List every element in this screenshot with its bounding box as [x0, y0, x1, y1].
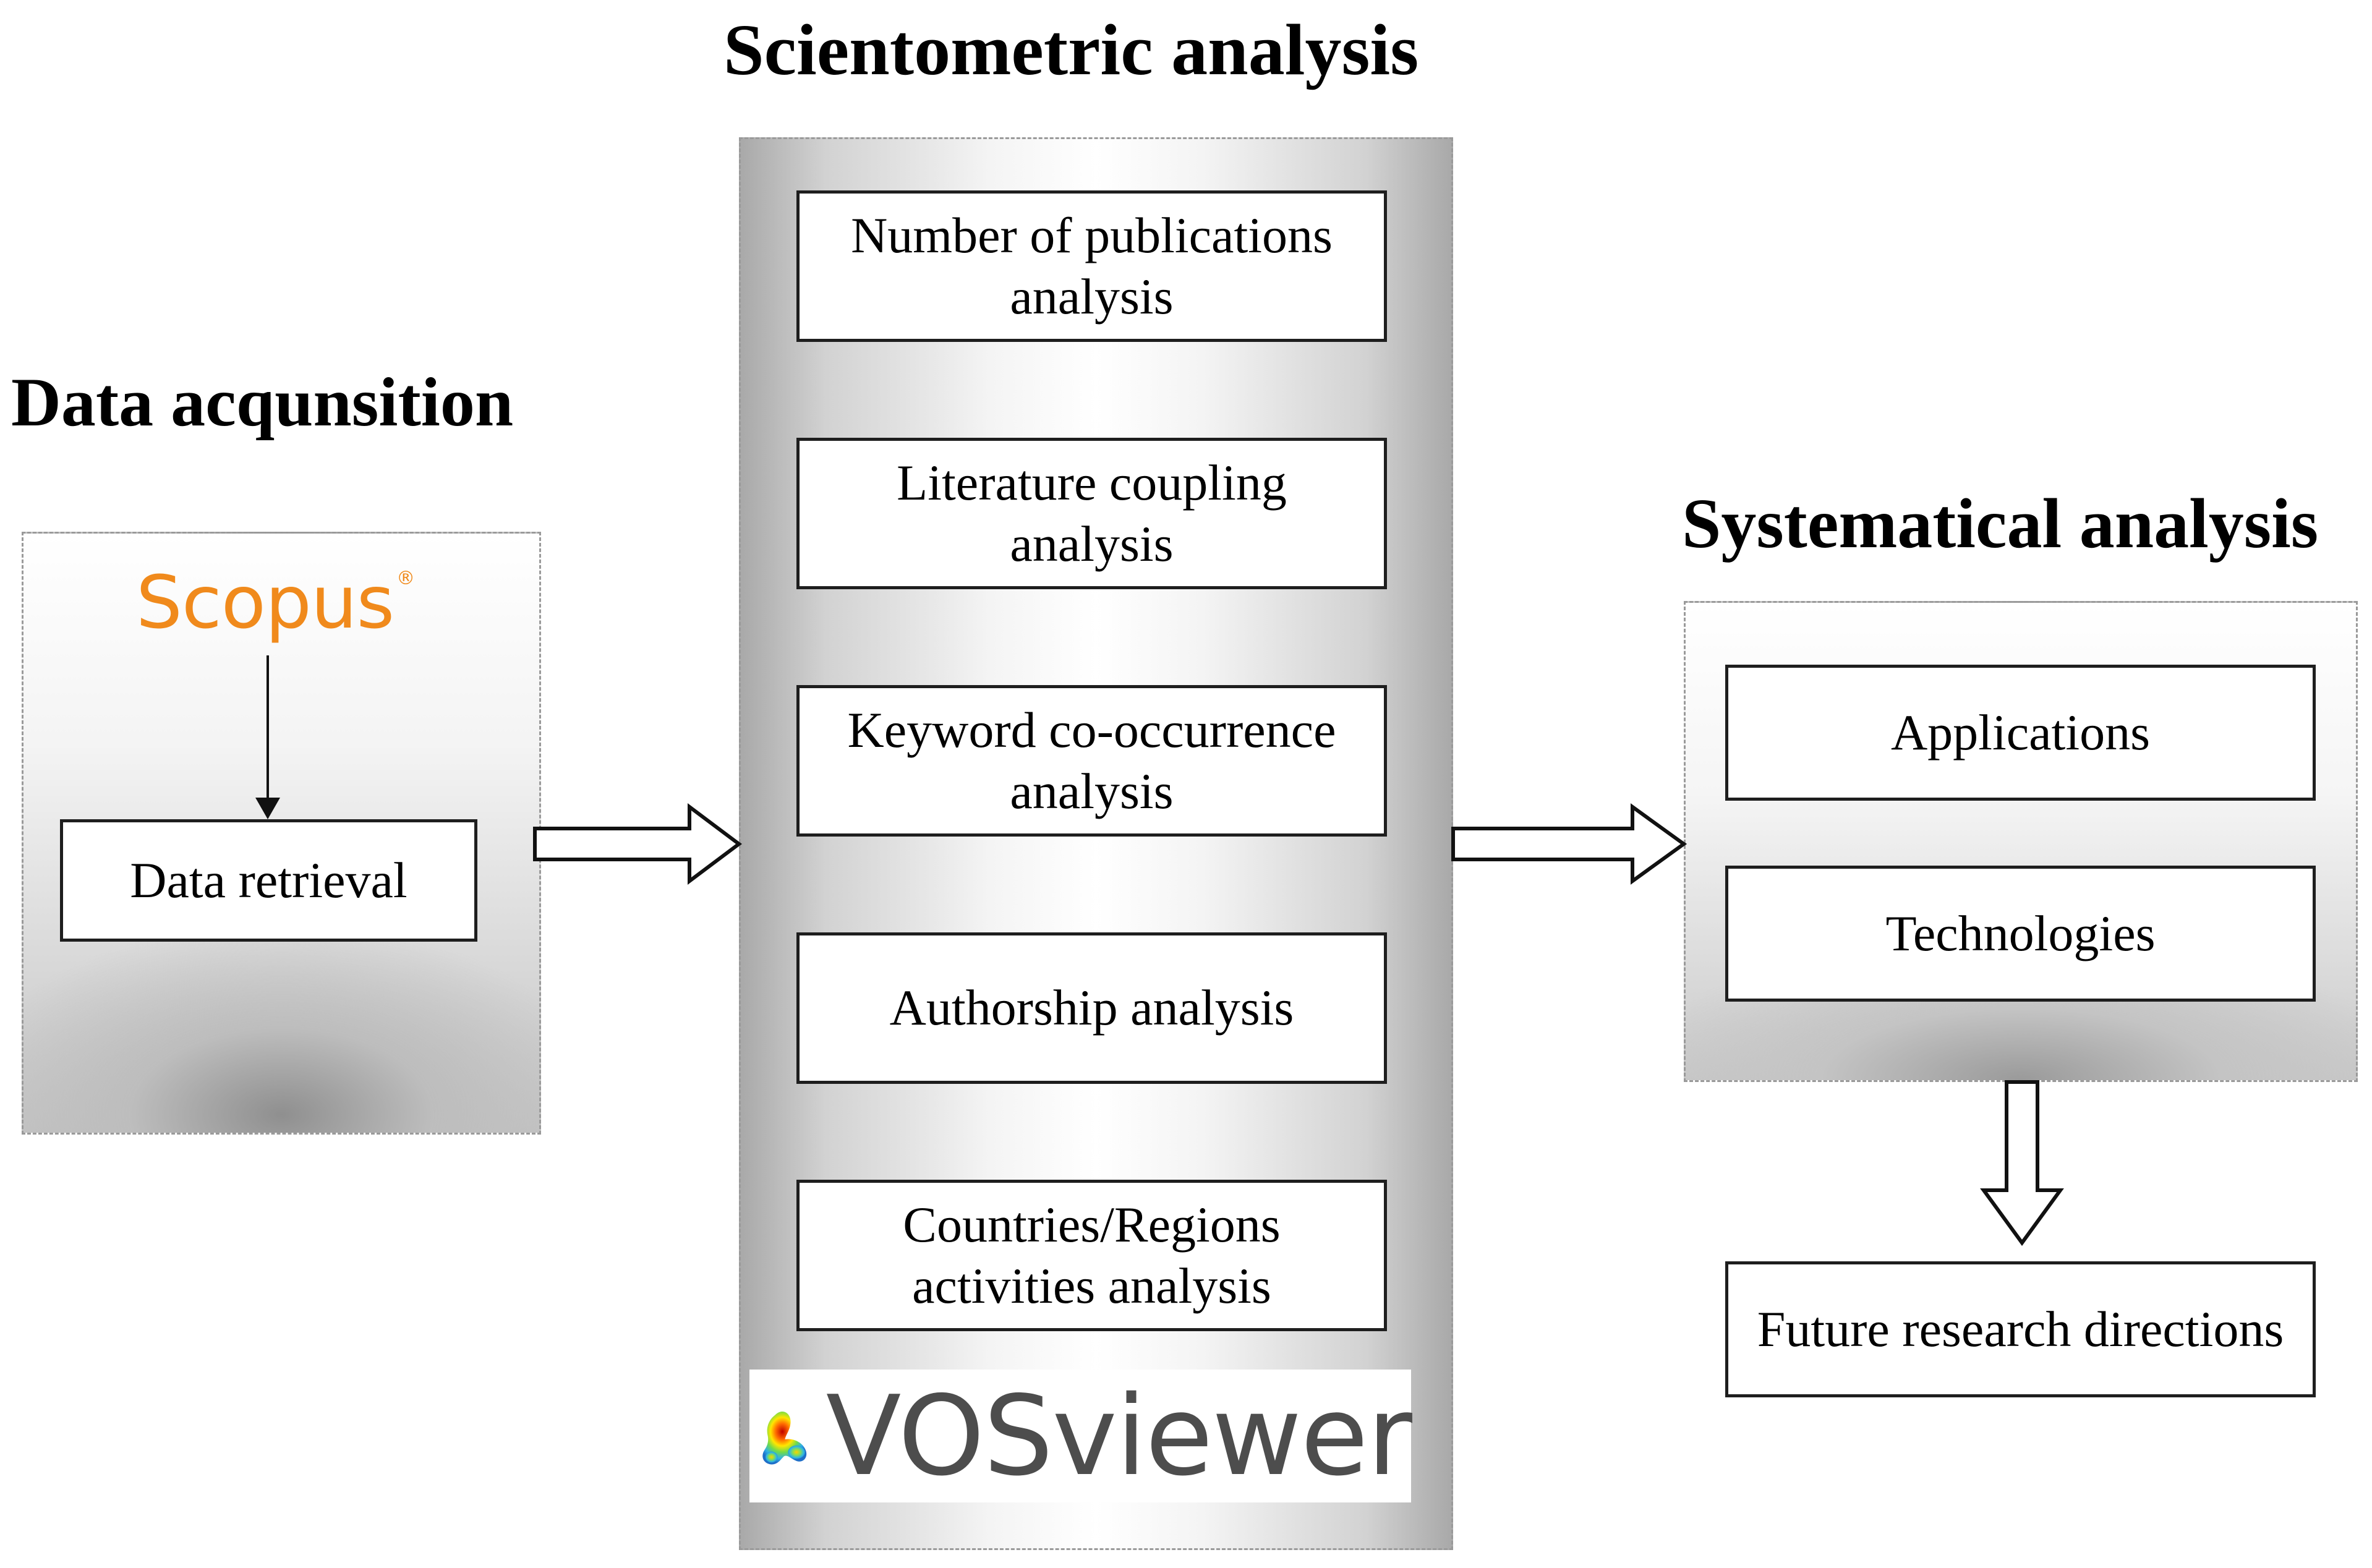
- registered-mark: ®: [396, 568, 415, 589]
- applications-box: Applications: [1725, 665, 2316, 801]
- scopus-logo: Scopus®: [136, 566, 415, 639]
- vosviewer-logo-text: VOSviewer: [826, 1371, 1412, 1500]
- heading-scientometric-analysis: Scientometric analysis: [723, 9, 1419, 90]
- publications-analysis-box: Number of publications analysis: [796, 190, 1387, 342]
- scientometric-to-systematical-arrow: [1451, 803, 1687, 885]
- vosviewer-logo: VOSviewer: [749, 1370, 1412, 1502]
- authorship-analysis-box: Authorship analysis: [796, 932, 1387, 1084]
- systematical-to-future-arrow: [1980, 1080, 2064, 1246]
- data-retrieval-box: Data retrieval: [60, 819, 477, 942]
- vosviewer-blob-icon: [762, 1411, 807, 1464]
- future-research-directions-box: Future research directions: [1725, 1261, 2316, 1397]
- literature-coupling-box: Literature coupling analysis: [796, 438, 1387, 589]
- technologies-box: Technologies: [1725, 866, 2316, 1002]
- keyword-co-occurrence-box: Keyword co-occurrence analysis: [796, 685, 1387, 837]
- heading-data-acquisition: Data acqunsition: [11, 364, 514, 441]
- heading-systematical-analysis: Systematical analysis: [1682, 484, 2319, 563]
- scopus-logo-text: Scopus: [136, 560, 395, 645]
- countries-regions-box: Countries/Regions activities analysis: [796, 1180, 1387, 1331]
- acquisition-to-scientometric-arrow: [533, 803, 742, 885]
- scopus-to-retrieval-arrow: [255, 655, 280, 819]
